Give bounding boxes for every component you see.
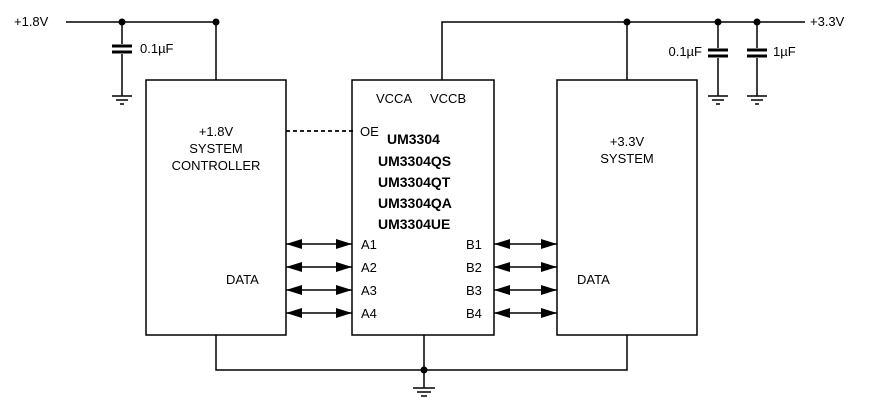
- junction-dot: [623, 18, 631, 26]
- ground-icon: [708, 95, 728, 105]
- rail-3v3: [441, 21, 805, 96]
- b-pin-label: B1: [466, 237, 482, 252]
- part-number: UM3304: [387, 131, 440, 147]
- data-line-right-3: [494, 285, 557, 295]
- junction-dot: [753, 18, 761, 26]
- capacitor-left-label: 0.1µF: [140, 41, 174, 56]
- ground-icon: [747, 95, 767, 105]
- b-pin-label: B2: [466, 260, 482, 275]
- ground-bus: [215, 335, 628, 388]
- data-line-right-4: [494, 308, 557, 318]
- b-pin-label: B4: [466, 306, 482, 321]
- left-block-voltage: +1.8V: [199, 124, 234, 139]
- vcca-pin-label: VCCA: [376, 91, 412, 106]
- data-line-left-2: [286, 262, 352, 272]
- junction-dot: [118, 18, 126, 26]
- data-line-left-1: [286, 239, 352, 249]
- capacitor-right-b: [745, 48, 769, 58]
- rail-3v3-label: +3.3V: [810, 14, 845, 29]
- a-pin-label: A4: [361, 306, 377, 321]
- right-block-voltage: +3.3V: [610, 134, 645, 149]
- left-system-block: [145, 79, 287, 336]
- right-system-block: [556, 79, 698, 336]
- right-data-label: DATA: [577, 272, 610, 287]
- oe-pin-label: OE: [360, 124, 379, 139]
- a-pin-label: A3: [361, 283, 377, 298]
- capacitor-right-a: [706, 48, 730, 58]
- part-number: UM3304QA: [378, 195, 452, 211]
- junction-dot: [714, 18, 722, 26]
- rail-1v8-label: +1.8V: [14, 14, 49, 29]
- a-pin-label: A1: [361, 237, 377, 252]
- data-line-right-2: [494, 262, 557, 272]
- left-block-line-3: CONTROLLER: [172, 158, 261, 173]
- junction-dot: [420, 366, 428, 374]
- rail-1v8: [66, 21, 217, 96]
- b-pin-label: B3: [466, 283, 482, 298]
- left-block-line-2: SYSTEM: [189, 141, 242, 156]
- data-line-left-4: [286, 308, 352, 318]
- capacitor-left: [110, 44, 134, 54]
- right-block-line-2: SYSTEM: [600, 151, 653, 166]
- ground-icon: [413, 387, 435, 397]
- part-number: UM3304QS: [378, 153, 451, 169]
- left-data-label: DATA: [226, 272, 259, 287]
- capacitor-right-a-label: 0.1µF: [668, 44, 702, 59]
- ground-icon: [112, 95, 132, 105]
- junction-dot: [212, 18, 220, 26]
- data-line-right-1: [494, 239, 557, 249]
- part-number: UM3304QT: [378, 174, 451, 190]
- part-number: UM3304UE: [378, 216, 450, 232]
- capacitor-right-b-label: 1µF: [773, 44, 796, 59]
- data-line-left-3: [286, 285, 352, 295]
- vccb-pin-label: VCCB: [430, 91, 466, 106]
- a-pin-label: A2: [361, 260, 377, 275]
- translator-chip: [351, 79, 495, 336]
